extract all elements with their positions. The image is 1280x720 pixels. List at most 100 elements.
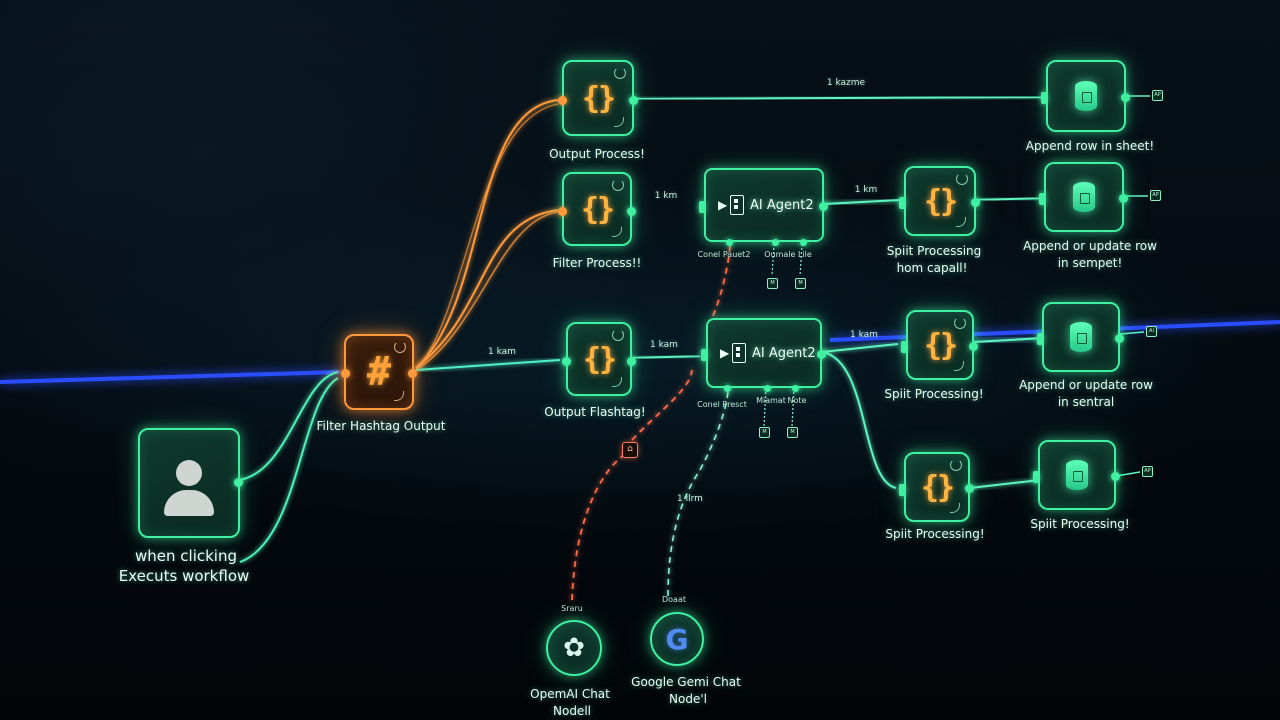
google-gemini-chat-model-node[interactable]: G [650, 612, 704, 666]
output-process-label: Output Process! [549, 147, 645, 161]
ai-agent-model-port[interactable] [726, 239, 733, 246]
output-process-node[interactable]: {} [558, 60, 638, 136]
ai-agent-title: AI Agent2 [752, 345, 816, 361]
sheets-output-port[interactable] [1111, 472, 1120, 481]
wire-output-sheet1 [633, 96, 1049, 100]
wire-hashtag-filter-a [415, 209, 559, 369]
ai-agent-node-top[interactable]: ▶ AI Agent2 [699, 168, 828, 246]
end-tag-3[interactable]: AI [1146, 326, 1157, 337]
output-process-output-port[interactable] [629, 96, 638, 105]
split-low-label: Spiit Processing! [885, 527, 985, 541]
openai-chat-model-node[interactable]: ✿ [546, 620, 602, 676]
person-icon [176, 460, 202, 486]
sheets-input-port[interactable] [1039, 193, 1045, 205]
split-output-port[interactable] [969, 342, 978, 351]
code-braces-icon: {} [920, 469, 955, 505]
refresh-icon [614, 67, 626, 79]
refresh-icon [612, 179, 624, 191]
end-tag-2[interactable]: AP [1150, 190, 1161, 201]
filter-process-output-port[interactable] [627, 207, 636, 216]
ai-agent-memory-port[interactable] [764, 385, 771, 392]
ai-agent-tool-port[interactable] [800, 239, 807, 246]
refresh-icon [950, 459, 962, 471]
sheets-3-label-line2: in sentral [1057, 395, 1115, 409]
split-processing-node-low[interactable]: {} [899, 452, 974, 522]
hash-icon: # [366, 349, 392, 395]
memory-sub-node[interactable]: M [759, 427, 770, 438]
ai-agent-tool-port[interactable] [792, 385, 799, 392]
filter-hashtag-label: Filter Hashtag Output [316, 419, 446, 433]
split-input-port[interactable] [901, 341, 907, 353]
ai-agent-output-port[interactable] [817, 350, 826, 359]
code-braces-icon: {} [582, 341, 617, 377]
hashtag-output-port[interactable] [408, 369, 417, 378]
sheets-node-1[interactable] [1041, 60, 1130, 132]
split-top-label-line2: hom capall! [896, 261, 968, 275]
output-process-input-port[interactable] [558, 96, 567, 105]
split-input-port[interactable] [899, 484, 905, 496]
ai-agent-memory-port[interactable] [772, 239, 779, 246]
split-input-port[interactable] [899, 197, 905, 209]
google-label-line1: Google Gemi Chat [631, 675, 741, 689]
trigger-label-line2: Executs workflow [118, 567, 250, 585]
sheets-database-icon [1066, 460, 1088, 490]
wire-agent-top-dash [711, 245, 731, 319]
end-tag-1[interactable]: AP [1152, 90, 1163, 101]
output-flashtag-output-port[interactable] [627, 357, 636, 366]
edge-label-flashtag-agent: 1 kam [650, 340, 678, 350]
ai-agent-model-port[interactable] [724, 385, 731, 392]
manual-trigger-node[interactable] [138, 428, 243, 538]
output-flashtag-label: Output Flashtag! [544, 405, 646, 419]
arrow-right-icon: ▶ [718, 198, 728, 212]
trigger-output-port[interactable] [234, 478, 243, 487]
split-output-port[interactable] [965, 484, 974, 493]
tool-sub-node[interactable]: M [787, 427, 798, 438]
sheets-node-4[interactable] [1033, 440, 1120, 510]
robot-icon [730, 195, 744, 215]
hashtag-input-port[interactable] [341, 369, 350, 378]
lock-icon[interactable]: ⌂ [622, 442, 638, 458]
wire-hashtag-output-a [415, 99, 559, 369]
edge-label-agent2-split: 1 kam [850, 330, 878, 340]
sheets-output-port[interactable] [1115, 334, 1124, 343]
sheets-node-3[interactable] [1037, 302, 1124, 372]
split-top-label-line1: Spiit Processing [886, 244, 982, 258]
sheets-output-port[interactable] [1119, 194, 1128, 203]
split-processing-node-top[interactable]: {} [899, 166, 980, 236]
ai-agent-port-label-left: Conel Pauet2 [697, 250, 751, 259]
ai-agent-node-bottom[interactable]: ▶ AI Agent2 [701, 318, 826, 392]
edge-label-filter-agent: 1 km [654, 191, 678, 201]
blue-beam-left [0, 370, 341, 384]
refresh-icon [612, 329, 624, 341]
split-output-port[interactable] [971, 198, 980, 207]
ai-agent-input-port[interactable] [701, 349, 707, 361]
openai-label-line1: OpemAI Chat [530, 687, 610, 701]
sheets-input-port[interactable] [1033, 471, 1039, 483]
sheets-4-label: Spiit Processing! [1030, 517, 1130, 531]
wire-split-sheet3 [973, 337, 1045, 343]
end-tag-4[interactable]: AP [1142, 466, 1153, 477]
wire-hashtag-filter-b [415, 211, 559, 371]
wire-trigger-hashtag-b [239, 377, 339, 563]
split-processing-node-mid[interactable]: {} [901, 310, 978, 380]
google-label-line2: Node'l [669, 692, 707, 706]
memory-sub-node[interactable]: M [767, 278, 778, 289]
wire-agent2-splitlow [821, 351, 897, 489]
ai-agent-input-port[interactable] [699, 201, 705, 213]
tool-sub-node[interactable]: M [795, 278, 806, 289]
wire-agent2-split [821, 343, 899, 353]
output-flashtag-input-port[interactable] [562, 357, 571, 366]
sheets-database-icon [1073, 182, 1095, 212]
sheets-input-port[interactable] [1041, 92, 1047, 104]
sheets-output-port[interactable] [1121, 93, 1130, 102]
openai-label-line2: Nodell [553, 704, 591, 718]
output-flashtag-node[interactable]: {} [562, 322, 636, 396]
sheets-input-port[interactable] [1037, 333, 1043, 345]
filter-hashtag-node[interactable]: # [341, 334, 417, 410]
sheets-node-2[interactable] [1039, 162, 1128, 232]
ai-agent-output-port[interactable] [819, 202, 828, 211]
filter-process-node[interactable]: {} [558, 172, 636, 246]
filter-process-input-port[interactable] [558, 207, 567, 216]
